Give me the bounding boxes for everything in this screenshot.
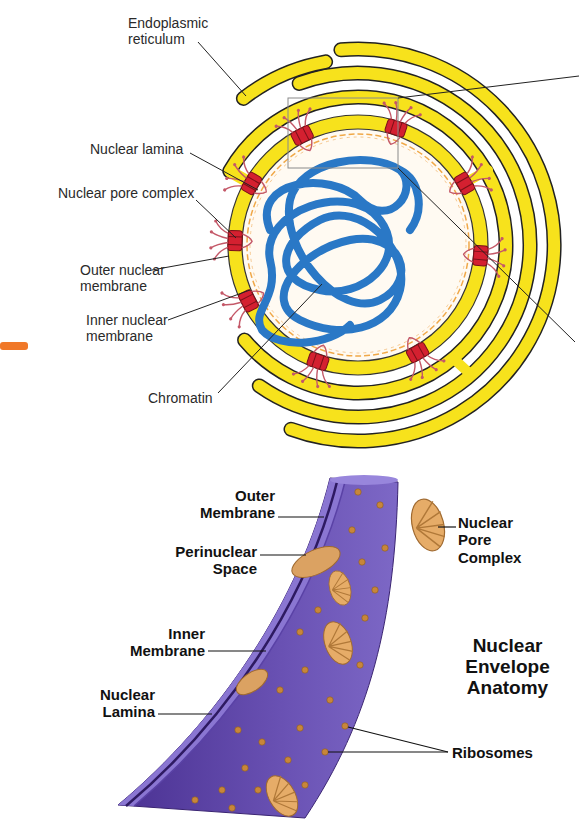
part-label: Nuclear Lamina <box>70 686 155 721</box>
part-label: Inner nuclear membrane <box>86 312 186 344</box>
part-label: Endoplasmic reticulum <box>128 15 228 47</box>
part-label: Nuclear lamina <box>90 141 183 157</box>
part-label: Nuclear Pore Complex <box>458 514 538 566</box>
pore-complex <box>318 618 357 668</box>
pore-complexes-3d <box>232 495 450 821</box>
pore-complex <box>439 153 496 210</box>
pore-complex <box>325 568 354 607</box>
ribosomes <box>192 489 388 811</box>
part-label: Perinuclear Space <box>145 543 257 578</box>
pore-complex <box>371 97 423 150</box>
figure-heading: Nuclear Envelope Anatomy <box>440 636 575 699</box>
part-label: Inner Membrane <box>120 625 205 660</box>
pore-complexes <box>209 97 508 392</box>
pore-complex <box>462 234 508 279</box>
pore-complex <box>209 219 253 262</box>
chromatin-tangle <box>259 160 419 343</box>
pore-complex <box>216 275 273 331</box>
pore-complex <box>406 495 450 554</box>
leader-lines <box>152 42 322 393</box>
pore-complex <box>219 153 276 210</box>
pore-cross-section <box>232 664 272 699</box>
part-label: Nuclear pore complex <box>58 185 194 201</box>
zoom-box <box>288 76 579 342</box>
nuclear-envelope <box>228 115 488 375</box>
er-sheets <box>230 49 554 441</box>
pore-complex <box>290 339 343 393</box>
pore-complex <box>391 328 448 385</box>
pore-complex <box>272 103 328 160</box>
part-label: Ribosomes <box>452 744 533 761</box>
side-marker <box>0 342 28 350</box>
pore-cross-section <box>287 540 344 584</box>
part-label: Chromatin <box>148 390 213 406</box>
part-label: Outer Membrane <box>170 487 275 522</box>
envelope-band <box>118 475 398 818</box>
pore-complex <box>260 770 305 821</box>
part-label: Outer nuclear membrane <box>80 262 180 294</box>
